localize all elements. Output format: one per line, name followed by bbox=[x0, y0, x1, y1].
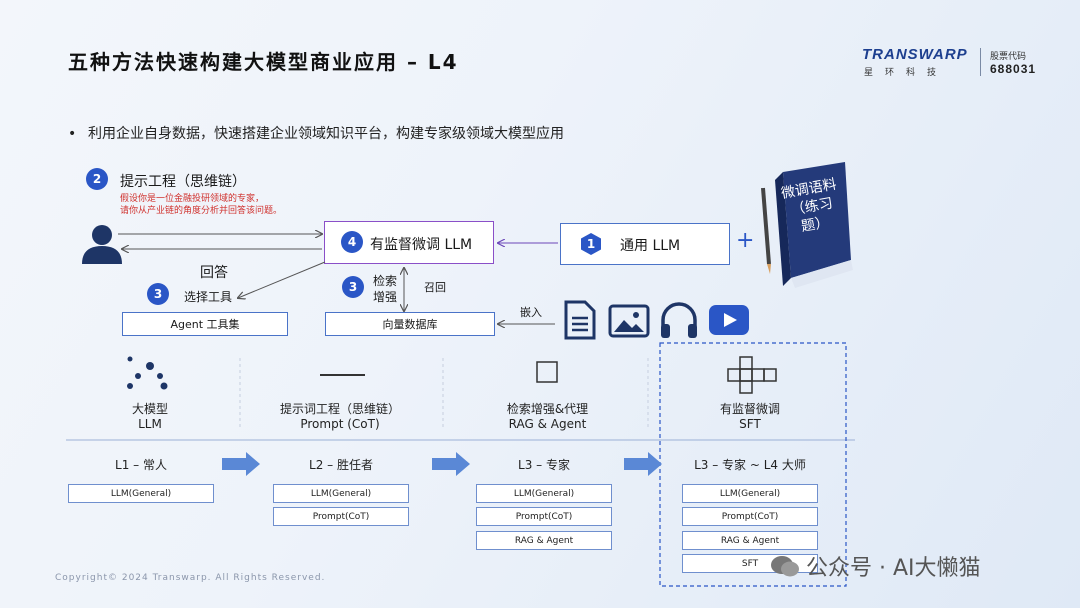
l3-item-llm: LLM(General) bbox=[476, 484, 612, 503]
l1-item-llm: LLM(General) bbox=[68, 484, 214, 503]
arrow-to-agent bbox=[238, 261, 326, 298]
recall-label: 召回 bbox=[424, 281, 446, 294]
level-l2-label: L2 – 胜任者 bbox=[309, 458, 373, 472]
l3-item-rag: RAG & Agent bbox=[476, 531, 612, 550]
level-arrow-1 bbox=[222, 452, 260, 476]
embed-label: 嵌入 bbox=[520, 306, 542, 319]
step1-hex-badge bbox=[581, 233, 601, 255]
l4-item-rag: RAG & Agent bbox=[682, 531, 818, 550]
wechat-icon bbox=[771, 556, 799, 577]
sft-cross-icon bbox=[727, 356, 777, 394]
category-sft-sub: SFT bbox=[739, 417, 761, 431]
category-sft: 有监督微调 SFT bbox=[690, 402, 810, 432]
category-prompt-sub: Prompt (CoT) bbox=[300, 417, 380, 431]
step4-label: 有监督微调 LLM bbox=[370, 237, 473, 253]
video-play-icon bbox=[709, 305, 749, 335]
header-divider bbox=[980, 48, 981, 76]
step2-label: 提示工程（思维链） bbox=[120, 174, 246, 190]
level-arrow-2 bbox=[432, 452, 470, 476]
step1-label: 通用 LLM bbox=[620, 238, 681, 254]
level-l4-label: L3 – 专家 ~ L4 大师 bbox=[694, 458, 806, 472]
step4-badge: 4 bbox=[341, 231, 363, 253]
category-prompt-name: 提示词工程（思维链） bbox=[279, 402, 400, 416]
step2-prompt-line2: 请你从产业链的角度分析并回答该问题。 bbox=[120, 206, 283, 216]
level-l1-label: L1 – 常人 bbox=[115, 458, 167, 472]
bullet-text: 利用企业自身数据，快速搭建企业领域知识平台，构建专家级领域大模型应用 bbox=[88, 126, 564, 142]
logo-sub-text: 星环科技 bbox=[864, 68, 949, 78]
level-l3-label: L3 – 专家 bbox=[518, 458, 570, 472]
step3b-badge: 3 bbox=[342, 276, 364, 298]
image-icon bbox=[608, 304, 650, 338]
bullet-dot: • bbox=[68, 126, 77, 142]
llm-dots-icon bbox=[127, 356, 168, 390]
finetune-corpus-book-icon bbox=[761, 162, 853, 288]
step1-num: 1 bbox=[586, 237, 596, 251]
document-icon bbox=[564, 300, 596, 340]
stock-code: 688031 bbox=[990, 62, 1037, 76]
level-arrow-3 bbox=[624, 452, 662, 476]
category-sft-name: 有监督微调 bbox=[719, 402, 780, 416]
copyright: Copyright© 2024 Transwarp. All Rights Re… bbox=[55, 573, 326, 583]
rag-square-icon bbox=[536, 361, 558, 383]
logo-main-text: TRANSWARP bbox=[862, 46, 968, 63]
category-rag-name: 检索增强&代理 bbox=[506, 402, 589, 416]
headphones-icon bbox=[661, 302, 697, 338]
transwarp-logo: TRANSWARP 星环科技 bbox=[862, 46, 982, 78]
watermark: 公众号 · AI大懒猫 bbox=[770, 550, 981, 582]
category-prompt: 提示词工程（思维链） Prompt (CoT) bbox=[265, 402, 415, 432]
page-title: 五种方法快速构建大模型商业应用 – L4 bbox=[68, 50, 459, 74]
l2-item-llm: LLM(General) bbox=[273, 484, 409, 503]
vector-db-box: 向量数据库 bbox=[325, 312, 495, 336]
step2-badge: 2 bbox=[86, 168, 108, 190]
bullet-point: • 利用企业自身数据，快速搭建企业领域知识平台，构建专家级领域大模型应用 bbox=[68, 123, 564, 143]
category-rag: 检索增强&代理 RAG & Agent bbox=[480, 402, 615, 432]
plus-sign: + bbox=[736, 228, 755, 253]
stock-label: 股票代码 bbox=[990, 52, 1027, 62]
category-rag-sub: RAG & Agent bbox=[508, 417, 587, 431]
l2-item-prompt: Prompt(CoT) bbox=[273, 507, 409, 526]
l3-item-prompt: Prompt(CoT) bbox=[476, 507, 612, 526]
l4-item-prompt: Prompt(CoT) bbox=[682, 507, 818, 526]
category-llm-name: 大模型 bbox=[131, 402, 168, 416]
watermark-text: 公众号 · AI大懒猫 bbox=[806, 556, 981, 581]
answer-label: 回答 bbox=[200, 265, 228, 281]
step3a-label: 选择工具 bbox=[184, 290, 233, 304]
step3a-badge: 3 bbox=[147, 283, 169, 305]
stock-info: 股票代码 688031 bbox=[990, 49, 1036, 76]
step3b-label-1: 检索 bbox=[373, 274, 398, 288]
category-llm-sub: LLM bbox=[138, 417, 162, 431]
category-llm: 大模型 LLM bbox=[90, 402, 210, 432]
l4-item-llm: LLM(General) bbox=[682, 484, 818, 503]
user-icon bbox=[82, 225, 122, 264]
step2-prompt-line1: 假设你是一位金融投研领域的专家， bbox=[120, 194, 265, 204]
agent-tools-box: Agent 工具集 bbox=[122, 312, 288, 336]
prompt-line-icon bbox=[320, 374, 365, 376]
step3b-label-2: 增强 bbox=[373, 290, 398, 304]
